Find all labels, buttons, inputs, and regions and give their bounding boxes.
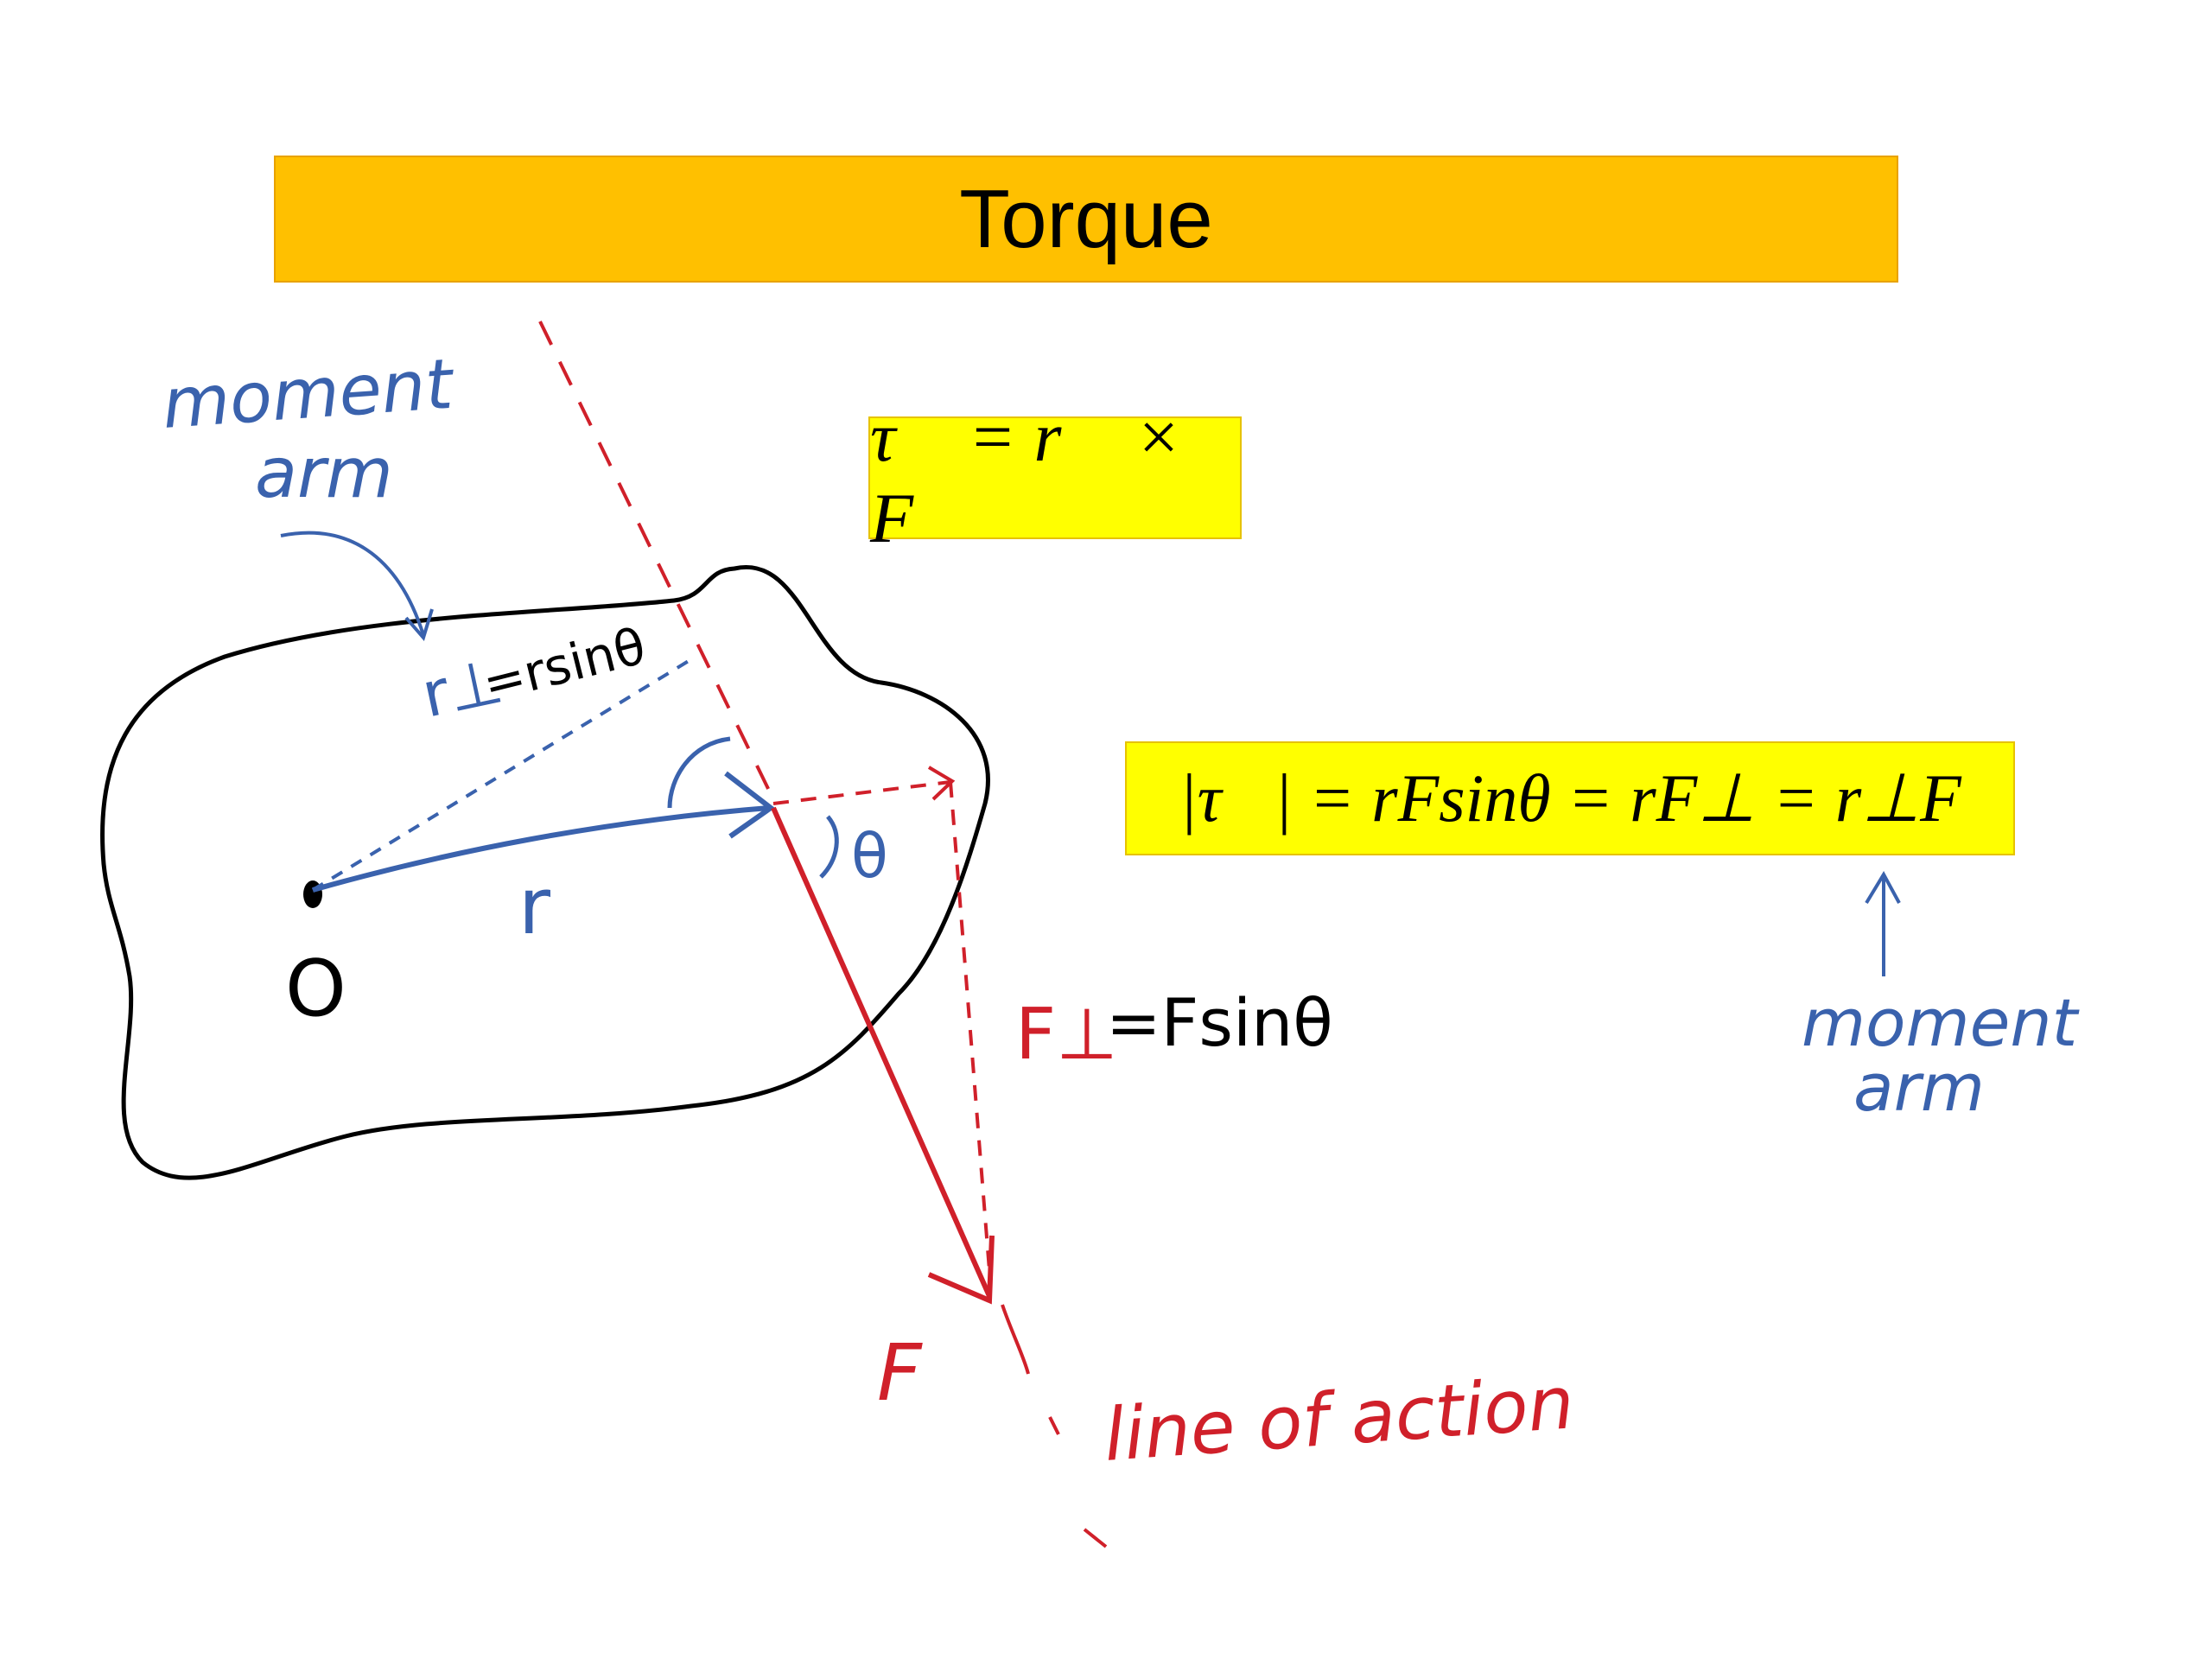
- force-vector-arrowhead: [927, 1235, 995, 1305]
- f-perp-definition: =Fsinθ: [1106, 984, 1333, 1061]
- torque-cross-product-equation: τ⃗ = r⃗ × F⃗: [868, 397, 1242, 557]
- moment-arm-left-pointer-head: [404, 608, 434, 642]
- torque-magnitude-equation: |τ⃗| = rFsinθ = rF⊥ = r⊥F: [1125, 741, 2015, 855]
- angle-arc-upper: [667, 736, 731, 809]
- force-label: F: [877, 1328, 923, 1419]
- r-perp-label: r⊥: [416, 644, 509, 731]
- f-perpendicular-arrowhead: [927, 766, 956, 801]
- page-title: Torque: [959, 172, 1213, 265]
- r-label: r: [518, 861, 550, 952]
- f-perpendicular-dashed: [772, 780, 991, 1271]
- moment-arm-dashed-line: [311, 655, 697, 892]
- line-of-action-label: line of action: [1102, 1360, 1577, 1478]
- moment-arm-right-line1: moment: [1802, 984, 2080, 1061]
- torque-magnitude-text: |τ⃗| = rFsinθ = rF⊥ = r⊥F: [1179, 760, 1961, 836]
- theta-label: θ: [851, 821, 888, 892]
- f-perp-label: F⊥: [1015, 994, 1118, 1076]
- moment-arm-left-pointer: [280, 531, 425, 636]
- origin-label: O: [285, 944, 346, 1034]
- position-vector-r: [312, 805, 770, 893]
- line-of-action-dashed-lower: [1001, 1304, 1108, 1548]
- rigid-body-outline: [100, 564, 990, 1180]
- theta-arc: [819, 815, 839, 879]
- moment-arm-left-line1: moment: [160, 344, 457, 444]
- force-vector-f: [771, 806, 992, 1298]
- moment-arm-right-line2: arm: [1853, 1049, 1985, 1126]
- moment-arm-right-pointer: [1865, 870, 1901, 976]
- position-vector-arrowhead: [724, 771, 776, 839]
- torque-cross-product-text: τ⃗ = r⃗ × F⃗: [870, 397, 1182, 557]
- line-of-action-dashed-upper: [538, 321, 775, 800]
- moment-arm-left-line2: arm: [255, 433, 393, 513]
- title-banner: Torque: [274, 156, 1898, 283]
